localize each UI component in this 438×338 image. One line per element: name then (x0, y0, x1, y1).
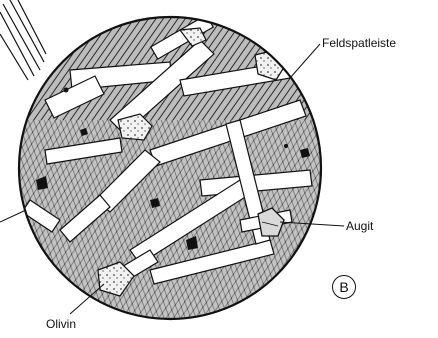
label-olivin: Olivin (46, 317, 76, 331)
label-augit: Augit (346, 219, 373, 233)
thin-section-disc (0, 15, 340, 338)
edge-hatching (0, 0, 46, 80)
panel-marker: B (332, 275, 356, 299)
leader-feldspat (290, 44, 320, 78)
label-feldspat: Feldspatleiste (322, 36, 396, 50)
leader-left-edge (0, 210, 26, 222)
